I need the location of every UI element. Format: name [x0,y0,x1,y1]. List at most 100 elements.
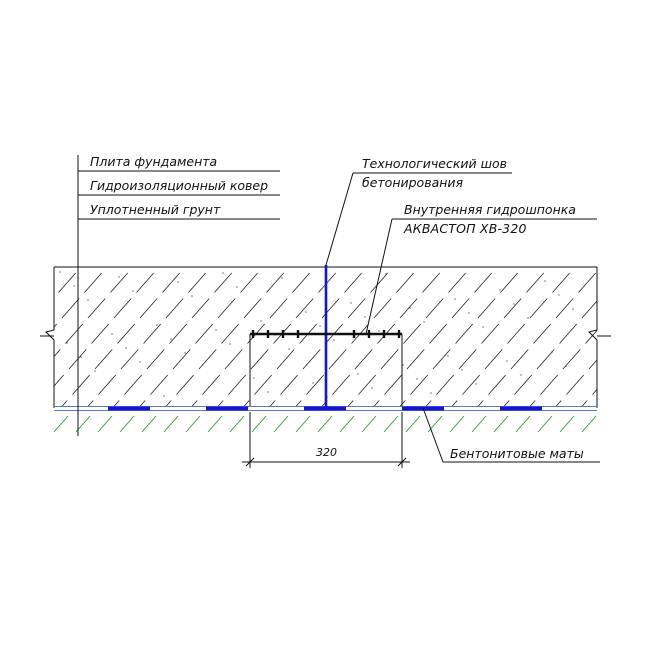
soil-hatch-line [383,415,399,433]
hatch-dot [423,321,425,323]
hatch-dot [551,351,553,353]
hatch-dot [118,276,120,278]
hatch-line [425,267,550,406]
soil-hatch-line [559,415,575,433]
hatch-dot [447,355,449,357]
soil-hatch-line [185,415,201,433]
hatch-line [54,267,108,328]
soil-hatch-line [163,415,179,433]
label-waterproofing: Гидроизоляционный ковер [90,178,268,193]
hatch-dot [125,347,127,349]
label-waterstop-line2: АКВАСТОП ХВ-320 [403,221,527,236]
dimension-value: 320 [316,446,337,459]
waterstop-recess [249,334,403,406]
hatch-dot [371,387,373,389]
hatch-dot [430,392,432,394]
hatch-dot [364,316,366,318]
hatch-dot [208,386,210,388]
hatch-dot [288,348,290,350]
hatch-dot [482,326,484,328]
hatch-dot [565,365,567,367]
hatch-line [555,359,597,406]
hatch-dot [527,317,529,319]
label-bentonite: Бентонитовые маты [450,446,584,461]
hatch-line [165,267,290,406]
hatch-dot [236,286,238,288]
label-joint-line1: Технологический шов [362,156,507,171]
hatch-dot [139,361,141,363]
hatch-line [54,267,82,299]
hatch-dot [544,280,546,282]
soil-hatch-line [207,415,223,433]
hatch-dot [87,299,89,301]
hatch-dot [80,356,82,358]
dimension-320 [242,412,410,468]
soil-hatch-line [251,415,267,433]
hatch-dot [319,325,321,327]
hatch-line [87,267,212,406]
label-joint-line2: бетонирования [362,175,464,190]
label-waterstop-line1: Внутренняя гидрошпонка [404,202,576,217]
bentonite-callout [422,407,600,463]
hatch-line [622,250,666,420]
hatch-dot [461,369,463,371]
hatch-dot [191,295,193,297]
hatch-dot [402,364,404,366]
hatch-dot [305,311,307,313]
hatch-dot [163,395,165,397]
hatch-dot [267,391,269,393]
internal-waterstop [250,330,402,338]
label-compacted-soil: Уплотненный грунт [90,202,221,217]
hatch-line [451,267,576,406]
hatch-line [54,267,56,269]
hatch-line [529,329,597,406]
hatch-line [503,300,597,406]
soil-hatch-line [493,415,509,433]
soil-hatch-line [97,415,113,433]
soil-hatch-line [471,415,487,433]
hatch-dot [499,289,501,291]
hatch-line [139,267,264,406]
compacted-soil-hatch [54,415,618,433]
hatch-dot [409,307,411,309]
soil-hatch-line [317,415,333,433]
hatch-dot [378,330,380,332]
hatch-dot [281,277,283,279]
soil-hatch-line [449,415,465,433]
hatch-dot [475,383,477,385]
hatch-dot [506,360,508,362]
soil-hatch-line [604,416,618,432]
hatch-line [54,267,134,358]
hatch-dot [468,312,470,314]
hatch-dot [170,338,172,340]
hatch-line [399,267,524,406]
hatch-line [373,267,498,406]
hatch-line [113,267,238,406]
hatch-line [581,388,597,406]
hatch-dot [558,294,560,296]
hatch-dot [513,303,515,305]
soil-hatch-line [537,415,553,433]
waterstop-callout [365,218,597,335]
hatch-dot [333,339,335,341]
waterstop-ribs [251,330,401,338]
hatch-dot [229,343,231,345]
label-foundation-slab: Плита фундамента [90,154,217,169]
hatch-line [54,267,160,387]
soil-hatch-line [229,415,245,433]
soil-hatch-line [273,415,289,433]
hatch-dot [312,382,314,384]
hatch-dot [572,308,574,310]
hatch-dot [416,378,418,380]
hatch-dot [357,373,359,375]
hatch-dot [156,324,158,326]
hatch-line [648,250,666,420]
layer-callout [77,155,280,436]
hatch-line [347,267,472,406]
hatch-dot [59,271,61,273]
hatch-dot [66,342,68,344]
hatch-dot [132,290,134,292]
hatch-dot [111,333,113,335]
hatch-line [596,250,666,420]
